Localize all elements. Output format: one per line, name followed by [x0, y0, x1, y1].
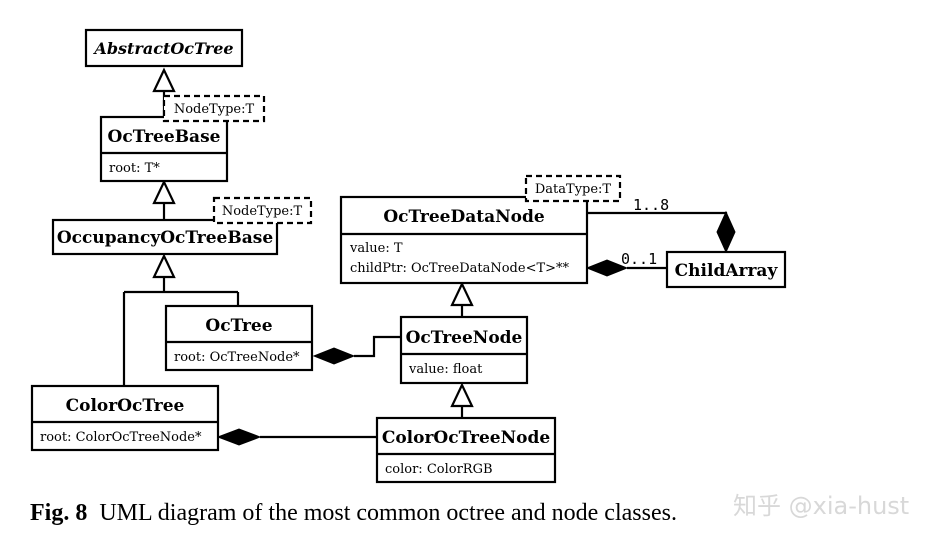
- figure-caption: Fig. 8 UML diagram of the most common oc…: [30, 500, 677, 527]
- class-octree-data-node: OcTreeDataNode value: T childPtr: OcTree…: [339, 174, 622, 285]
- figure-label: Fig. 8: [30, 500, 88, 526]
- class-attribute: value: T: [349, 241, 403, 256]
- class-attribute: root: T*: [109, 161, 160, 176]
- class-name: OcTree: [205, 316, 272, 336]
- class-name: OcTreeBase: [108, 127, 221, 147]
- composition-datanode-childarray-top: [587, 210, 736, 254]
- class-name: ColorOcTreeNode: [382, 428, 551, 448]
- template-parameter: NodeType:T: [222, 204, 303, 219]
- class-name: OccupancyOcTreeBase: [57, 228, 273, 248]
- class-name: OcTreeNode: [406, 328, 523, 348]
- class-attribute: childPtr: OcTreeDataNode<T>**: [350, 261, 570, 276]
- class-attribute: root: OcTreeNode*: [174, 350, 300, 365]
- class-octree-base: OcTreeBase root: T* NodeType:T: [99, 94, 266, 183]
- class-occupancy-octree-base: OccupancyOcTreeBase NodeType:T: [51, 196, 313, 256]
- composition-coloroctree-colornode: [216, 428, 376, 446]
- generalization-colornode-to-octreenode: [450, 382, 474, 417]
- template-parameter: NodeType:T: [174, 102, 255, 117]
- generalization-octreenode-to-datanode: [450, 281, 474, 316]
- class-color-octree-node: ColorOcTreeNode color: ColorRGB: [375, 416, 557, 484]
- generalization-octrees-to-occupancy: [122, 253, 240, 385]
- template-parameter: DataType:T: [535, 182, 612, 197]
- class-name: AbstractOcTree: [92, 39, 233, 58]
- composition-datanode-childarray-bottom: [585, 259, 666, 277]
- multiplicity-1-8: 1..8: [633, 196, 669, 214]
- class-abstract-octree: AbstractOcTree: [84, 28, 244, 68]
- class-octree: OcTree root: OcTreeNode*: [164, 304, 314, 372]
- multiplicity-0-1: 0..1: [621, 250, 657, 268]
- class-color-octree: ColorOcTree root: ColorOcTreeNode*: [30, 384, 220, 452]
- class-child-array: ChildArray: [665, 250, 787, 289]
- class-attribute: root: ColorOcTreeNode*: [40, 430, 202, 445]
- class-name: ColorOcTree: [66, 396, 185, 416]
- composition-octree-octreenode: [312, 335, 400, 365]
- watermark-text: 知乎 @xia-hust: [733, 492, 910, 520]
- figure-caption-text: UML diagram of the most common octree an…: [99, 500, 677, 526]
- class-octree-node: OcTreeNode value: float: [399, 315, 529, 385]
- class-name: OcTreeDataNode: [383, 207, 545, 227]
- uml-diagram: 1..8 0..1 AbstractOcTree OcTreeBase root…: [30, 28, 787, 484]
- class-attribute: value: float: [408, 362, 483, 377]
- class-attribute: color: ColorRGB: [385, 462, 493, 477]
- class-name: ChildArray: [675, 261, 779, 281]
- generalization-occupancy-to-octreebase: [152, 179, 176, 219]
